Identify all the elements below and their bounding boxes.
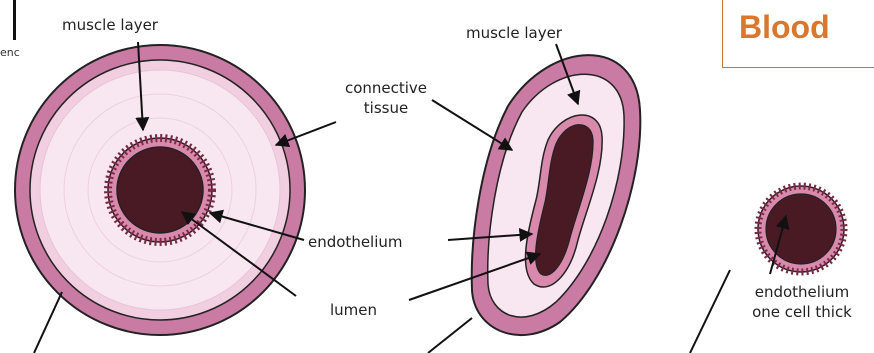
label-connective-line1: connective [338, 79, 434, 98]
label-lumen: lumen [330, 301, 377, 320]
leader-vein-bottom [428, 318, 472, 353]
vein [472, 55, 641, 335]
label-endothelium: endothelium [308, 233, 403, 252]
label-vein-muscle-layer: muscle layer [466, 24, 562, 43]
label-connective-line2: tissue [338, 99, 434, 118]
leader-capillary-bottom [690, 270, 730, 353]
page-title: Blood [739, 9, 830, 46]
capillary [758, 186, 844, 272]
artery [15, 45, 305, 335]
leader-artery-bottom [34, 292, 62, 353]
label-capillary-line1: endothelium [736, 283, 868, 302]
label-capillary-line2: one cell thick [736, 303, 868, 322]
title-box: Blood [722, 0, 874, 68]
label-artery-muscle-layer: muscle layer [62, 16, 158, 35]
artery-lumen [117, 147, 203, 233]
